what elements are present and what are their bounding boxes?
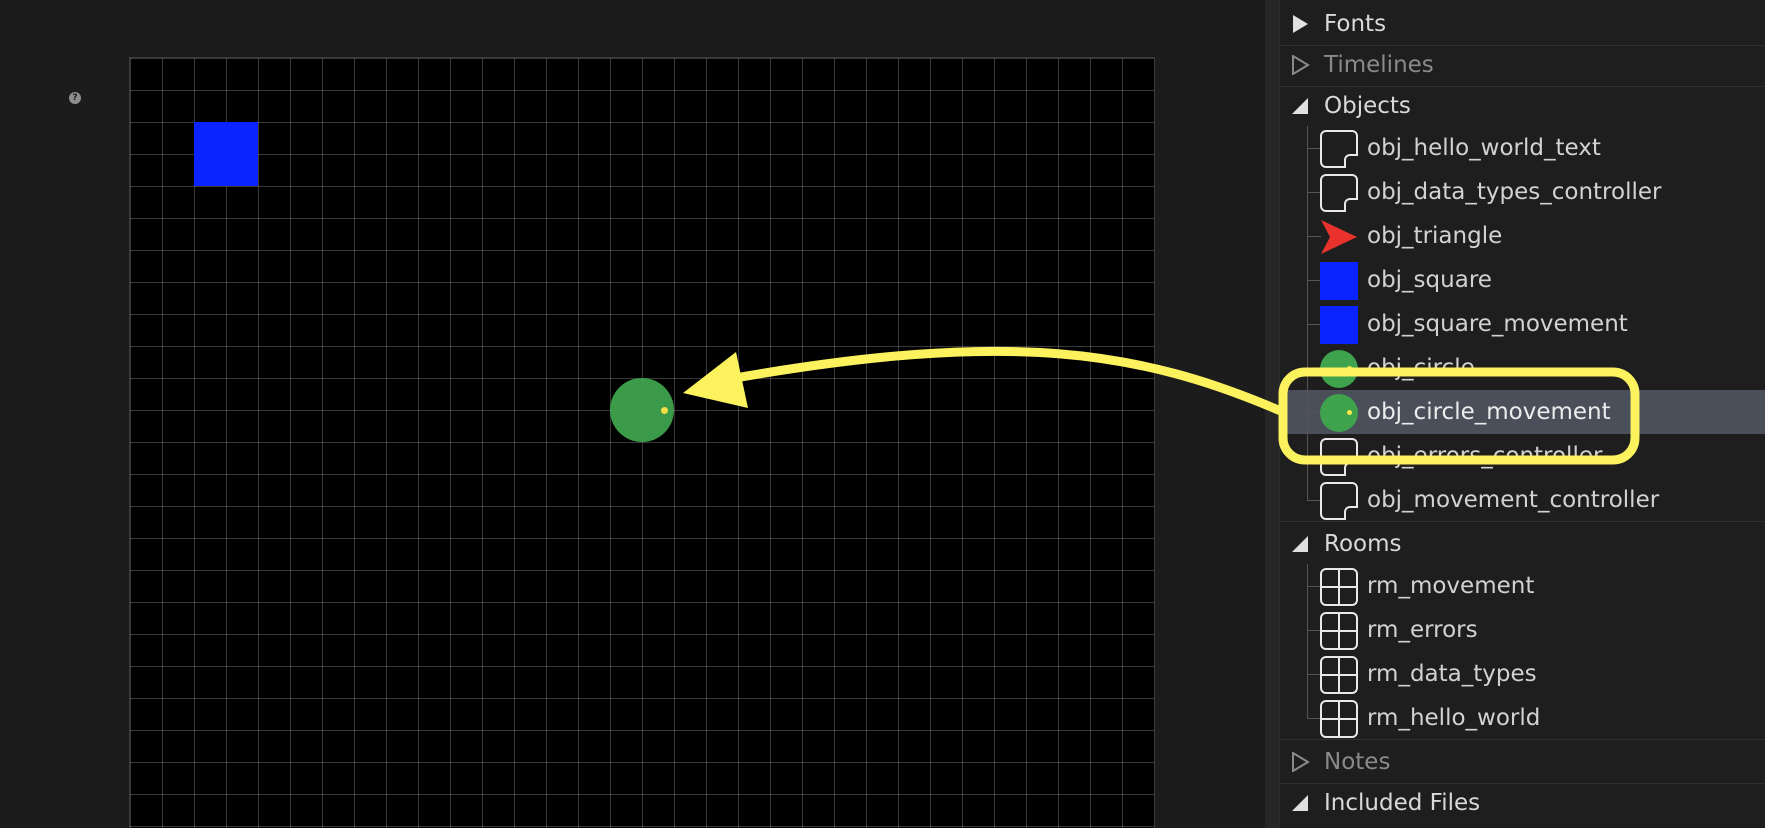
tree-item[interactable]: obj_square — [1280, 258, 1765, 302]
tree-item-label: obj_circle — [1367, 355, 1475, 381]
square-sprite-icon — [1320, 306, 1358, 344]
tree-item-label: rm_errors — [1367, 617, 1478, 643]
tree-item[interactable]: obj_circle — [1280, 346, 1765, 390]
tree-item-label: obj_movement_controller — [1367, 487, 1660, 513]
group-fonts-label: Fonts — [1324, 11, 1387, 37]
tree-item-label: obj_square — [1367, 267, 1492, 293]
group-included-files-label: Included Files — [1324, 790, 1481, 816]
object-icon — [1320, 130, 1358, 168]
room-icon — [1320, 700, 1358, 738]
object-icon — [1320, 482, 1358, 520]
expand-triangle-icon[interactable] — [1290, 14, 1310, 34]
room-icon — [1320, 656, 1358, 694]
tree-item[interactable]: obj_data_types_controller — [1280, 170, 1765, 214]
group-fonts[interactable]: Fonts — [1280, 2, 1765, 46]
tree-item[interactable]: obj_triangle — [1280, 214, 1765, 258]
circle-highlight — [661, 407, 668, 414]
tree-item[interactable]: rm_movement — [1280, 564, 1765, 608]
tree-item[interactable]: obj_errors_controller — [1280, 434, 1765, 478]
group-rooms-label: Rooms — [1324, 531, 1402, 557]
tree-item[interactable]: rm_errors — [1280, 608, 1765, 652]
square-instance[interactable] — [194, 122, 258, 186]
tree-item-label: obj_triangle — [1367, 223, 1503, 249]
collapse-triangle-icon[interactable] — [1290, 793, 1310, 813]
group-notes[interactable]: Notes — [1280, 740, 1765, 784]
tree-item-label: obj_errors_controller — [1367, 443, 1603, 469]
object-icon — [1320, 174, 1358, 212]
circle-instance[interactable] — [610, 378, 674, 442]
room-canvas[interactable] — [129, 57, 1155, 828]
help-icon[interactable]: ? — [69, 92, 81, 104]
tree-item-label: obj_square_movement — [1367, 311, 1628, 337]
square-sprite-icon — [1320, 262, 1358, 300]
tree-item-label: obj_circle_movement — [1367, 399, 1611, 425]
tree-item[interactable]: obj_hello_world_text — [1280, 126, 1765, 170]
tree-item-label: rm_data_types — [1367, 661, 1537, 687]
object-icon — [1320, 438, 1358, 476]
tree-item[interactable]: rm_hello_world — [1280, 696, 1765, 740]
collapse-triangle-icon[interactable] — [1290, 96, 1310, 116]
expand-triangle-icon[interactable] — [1290, 752, 1310, 772]
asset-browser: Fonts Timelines Objects obj_hello_world_… — [1279, 0, 1765, 828]
triangle-sprite-icon — [1321, 220, 1357, 254]
circle-sprite-icon — [1320, 394, 1358, 432]
collapse-triangle-icon[interactable] — [1290, 534, 1310, 554]
group-timelines-label: Timelines — [1324, 52, 1434, 78]
circle-sprite-icon — [1320, 350, 1358, 388]
tree-item-label: obj_hello_world_text — [1367, 135, 1601, 161]
group-objects-label: Objects — [1324, 93, 1411, 119]
room-icon — [1320, 612, 1358, 650]
group-timelines[interactable]: Timelines — [1280, 43, 1765, 87]
group-rooms[interactable]: Rooms — [1280, 522, 1765, 566]
expand-triangle-icon[interactable] — [1290, 55, 1310, 75]
tree-item-label: rm_movement — [1367, 573, 1535, 599]
tree-item-selected[interactable]: obj_circle_movement — [1280, 390, 1765, 434]
tree-item[interactable]: rm_data_types — [1280, 652, 1765, 696]
tree-item[interactable]: obj_square_movement — [1280, 302, 1765, 346]
tree-item[interactable]: obj_movement_controller — [1280, 478, 1765, 522]
group-included-files[interactable]: Included Files — [1280, 781, 1765, 825]
room-icon — [1320, 568, 1358, 606]
group-objects[interactable]: Objects — [1280, 84, 1765, 128]
group-notes-label: Notes — [1324, 749, 1391, 775]
room-editor-workspace: ? — [69, 57, 1155, 828]
tree-item-label: rm_hello_world — [1367, 705, 1541, 731]
tree-item-label: obj_data_types_controller — [1367, 179, 1662, 205]
panel-divider[interactable] — [1265, 0, 1279, 828]
